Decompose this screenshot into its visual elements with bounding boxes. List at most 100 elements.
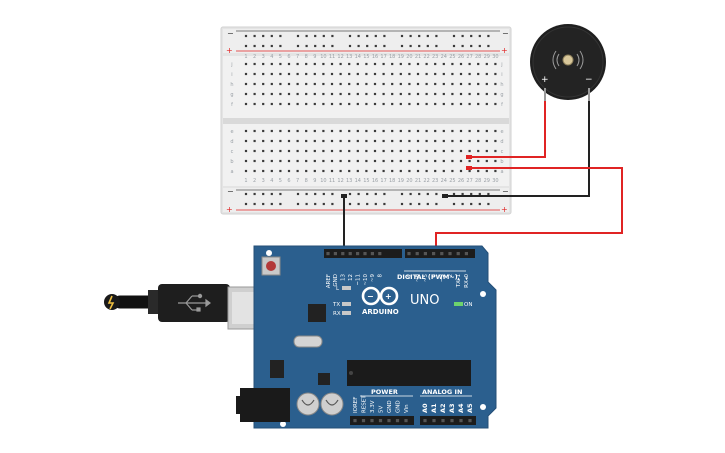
led-l [342,286,351,290]
column-label-bottom: 27 [466,178,472,184]
row-label-left: j [230,62,232,68]
column-label-bottom: 19 [398,178,404,184]
column-label-bottom: 1 [244,178,247,184]
column-label-bottom: 11 [329,178,335,184]
column-label-bottom: 12 [337,178,343,184]
digital-title: DIGITAL (PWM~) [397,273,458,281]
led-tx [342,302,351,306]
column-label-bottom: 25 [449,178,455,184]
wire-buzzer-minus[interactable] [445,101,590,197]
column-label-bottom: 13 [346,178,352,184]
capacitor-1 [296,392,320,416]
analog-pin-label: A0 [421,403,429,413]
column-label-top: 8 [305,54,308,60]
column-label-top: 25 [449,54,455,60]
digital-pin-label: ~9 [370,274,376,283]
rail-top-minus-right: − [502,29,509,38]
column-label-bottom: 4 [270,178,273,184]
row-label-right: d [500,139,503,145]
row-label-left: f [231,102,233,108]
digital-pin-label: ~10 [363,274,369,286]
column-label-top: 28 [475,54,481,60]
led-on [454,302,463,306]
row-label-right: b [500,159,503,165]
column-label-top: 4 [270,54,273,60]
column-label-top: 29 [484,54,490,60]
column-label-bottom: 9 [313,178,316,184]
analog-pin-label: A3 [448,403,456,413]
column-label-top: 23 [432,54,438,60]
digital-pin-label: TX▸1 [456,274,462,288]
led-rx [342,311,351,315]
column-label-top: 20 [406,54,412,60]
column-label-top: 24 [441,54,447,60]
column-label-top: 11 [329,54,335,60]
column-label-top: 19 [398,54,404,60]
digital-pin-label: 2 [448,274,454,278]
wire-pin4[interactable] [435,167,623,253]
row-label-right: j [500,62,502,68]
column-label-top: 6 [287,54,290,60]
power-pin-label: 3.3V [370,400,376,413]
wire-buzzer-plus[interactable] [470,101,546,158]
column-label-bottom: 29 [484,178,490,184]
brand-label: ARDUINO [362,308,399,316]
column-label-top: 7 [296,54,299,60]
analog-pin-label: A1 [430,403,438,413]
power-pin-label: IOREF [353,397,359,413]
column-label-top: 5 [279,54,282,60]
rail-bottom-minus-left: − [227,187,234,196]
row-label-left: g [230,92,233,98]
breadboard[interactable]: − + − + − + − + 112233445566778899101011… [220,26,512,215]
analog-header[interactable] [420,416,476,425]
logo-minus: − [367,292,374,301]
power-pin-label: RESET [361,395,367,413]
column-label-top: 14 [355,54,361,60]
logo-plus: + [385,292,392,301]
buzzer-plus-label: + [541,75,549,85]
analog-title: ANALOG IN [422,388,462,396]
rail-bottom-plus-left: + [226,205,233,214]
row-label-left: h [230,82,233,88]
column-label-top: 10 [320,54,326,60]
column-label-top: 12 [337,54,343,60]
column-label-bottom: 17 [380,178,386,184]
power-title: POWER [371,388,398,396]
wires[interactable] [341,101,623,253]
row-label-right: i [501,72,502,78]
usb-chip [308,304,326,322]
row-label-left: i [231,72,232,78]
sound-wave-icon [552,50,584,70]
column-label-bottom: 8 [305,178,308,184]
row-label-left: e [230,129,233,135]
digital-pin-label: ~3 [440,274,446,283]
model-label: UNO [410,293,439,308]
row-label-right: a [500,169,503,175]
dc-power-jack[interactable] [240,388,290,422]
piezo-buzzer[interactable]: + − [530,24,606,102]
column-label-bottom: 24 [441,178,447,184]
digital-header-left[interactable] [324,249,402,258]
digital-pin-label: 13 [341,274,347,281]
column-label-bottom: 20 [406,178,412,184]
buzzer-minus-label: − [585,75,593,85]
rail-top-minus-left: − [227,29,234,38]
plug-icon [104,294,120,310]
column-label-top: 22 [423,54,429,60]
row-label-left: a [230,169,233,175]
digital-header-right[interactable] [405,249,475,258]
row-label-right: c [501,149,504,155]
column-label-top: 13 [346,54,352,60]
column-label-top: 3 [262,54,265,60]
usb-icon [178,293,211,312]
column-label-bottom: 28 [475,178,481,184]
led-l-label: L [336,286,340,292]
column-label-bottom: 14 [355,178,361,184]
reset-button[interactable] [261,256,281,276]
column-label-bottom: 21 [415,178,421,184]
capacitor-2 [320,392,344,416]
digital-pin-label: 12 [348,274,354,281]
digital-pin-label: AREF [326,274,332,288]
